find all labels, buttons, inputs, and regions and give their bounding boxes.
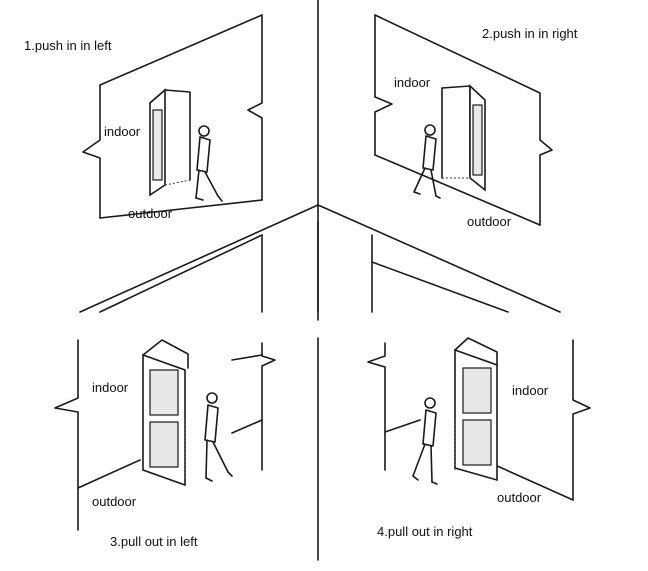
door-glass [152,109,163,181]
person-icon [413,124,441,199]
panel-title-pull-left: 3.pull out in left [110,534,198,549]
door-glass [462,419,492,466]
panel-push-right [374,14,553,226]
indoor-label-4: indoor [512,383,549,398]
person-icon [195,125,223,202]
panel-title-push-right: 2.push in in right [482,26,578,41]
outdoor-label-4: outdoor [497,490,542,505]
outdoor-label-3: outdoor [92,494,137,509]
door-glass [149,369,179,416]
panel-push-left [82,14,263,219]
person-icon [204,392,233,482]
panel-title-push-left: 1.push in in left [24,38,112,53]
outdoor-label-2: outdoor [467,214,512,229]
indoor-label-1: indoor [104,124,141,139]
indoor-label-3: indoor [92,380,129,395]
panel-title-pull-right: 4.pull out in right [377,524,473,539]
panel-pull-left [54,339,276,531]
panel-pull-right [367,337,591,501]
door-glass [462,367,492,414]
indoor-label-2: indoor [394,75,431,90]
person-icon [412,397,438,485]
outdoor-label-1: outdoor [128,206,173,221]
door-glass [472,104,483,176]
door-glass [149,421,179,468]
corner-structure [79,0,561,561]
